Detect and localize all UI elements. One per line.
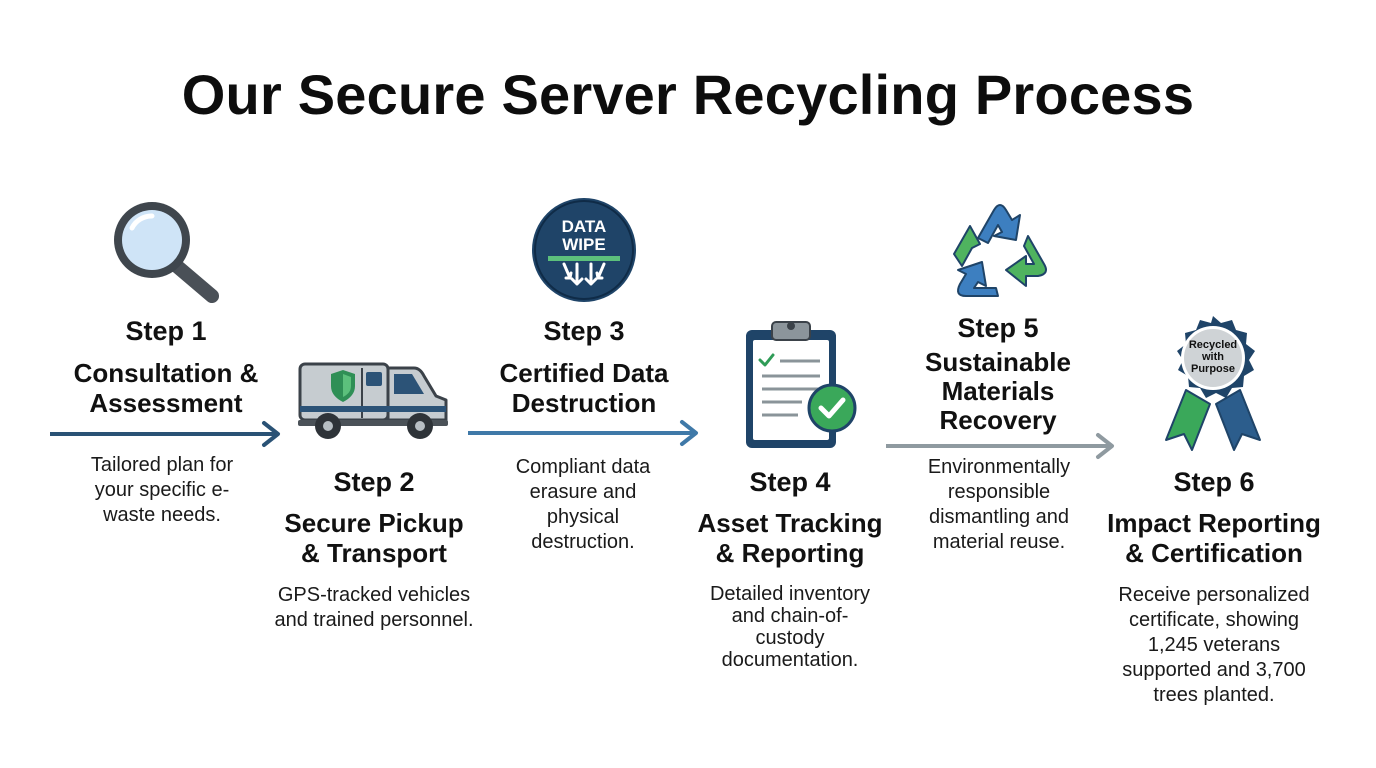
step-4-number: Step 4	[749, 467, 831, 497]
clipboard-check-icon	[746, 321, 857, 448]
data-wipe-text-line1: DATA	[562, 217, 607, 236]
step-2-number: Step 2	[333, 467, 415, 497]
data-wipe-icon: DATA WIPE	[532, 198, 636, 302]
step-5-name: Sustainable Materials Recovery	[925, 347, 1071, 435]
award-ribbon-icon: Recycled with Purpose	[1165, 316, 1261, 451]
award-text-line3: Purpose	[1191, 363, 1235, 375]
step-2-description: GPS-tracked vehicles and trained personn…	[274, 584, 474, 631]
step-1-description: Tailored plan for your specific e-waste …	[90, 454, 234, 526]
step-4-description: Detailed inventory and chain-of-custody …	[709, 583, 871, 671]
step-3-name: Certified Data Destruction	[499, 358, 669, 418]
step-5-number: Step 5	[957, 313, 1039, 343]
step-3-description: Compliant data erasure and physical dest…	[515, 456, 651, 553]
step-6-name: Impact Reporting & Certification	[1107, 508, 1321, 568]
step-1-name: Consultation & Assessment	[73, 358, 259, 418]
step-3-number: Step 3	[543, 316, 625, 346]
step-6-number: Step 6	[1173, 467, 1255, 497]
data-wipe-text-line2: WIPE	[562, 235, 605, 254]
step-5-description: Environmentally responsible dismantling …	[927, 456, 1071, 553]
step-6-description: Receive personalized certificate, showin…	[1118, 584, 1310, 706]
award-text-line2: with	[1201, 351, 1224, 363]
arrow-step4-to-step5	[886, 433, 1114, 459]
arrow-step2-to-step3	[468, 420, 698, 446]
step-2-name: Secure Pickup & Transport	[284, 508, 464, 568]
page-title: Our Secure Server Recycling Process	[181, 63, 1195, 126]
step-1-number: Step 1	[125, 316, 207, 346]
armored-truck-icon	[298, 362, 448, 439]
step-4-name: Asset Tracking & Reporting	[697, 508, 883, 568]
arrow-step1-to-step2	[50, 421, 280, 447]
award-text-line1: Recycled	[1189, 339, 1237, 351]
recycle-icon	[953, 204, 1047, 297]
magnifying-glass-icon	[114, 202, 219, 303]
